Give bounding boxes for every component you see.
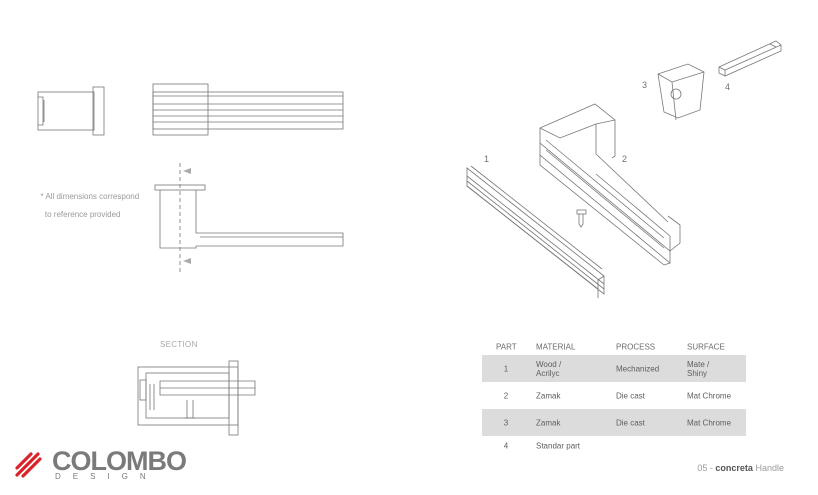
- table-row: 1 Wood / Acrilyc Mechanized Mate / Shiny: [482, 355, 746, 382]
- cell-surface: Mat Chrome: [687, 418, 732, 427]
- cell-part: 4: [503, 441, 509, 451]
- part-label-1: 1: [484, 154, 490, 164]
- logo-name: COLOMBO: [52, 446, 187, 476]
- cell-material: Zamak: [536, 391, 561, 400]
- section-label: SECTION: [160, 340, 198, 349]
- page-number: 05 -: [697, 463, 713, 473]
- cell-material: Zamak: [536, 418, 561, 427]
- logo-subtitle: DESIGN: [55, 472, 158, 481]
- header-process: PROCESS: [616, 342, 656, 351]
- part-2-lever: [539, 103, 681, 266]
- header-material: MATERIAL: [536, 342, 576, 351]
- cell-material: Standar part: [536, 441, 581, 451]
- lever-side-view: [154, 163, 344, 272]
- product-name: concreta: [715, 463, 753, 473]
- part-label-2: 2: [622, 154, 628, 164]
- part-label-3: 3: [642, 80, 648, 90]
- cell-process: Die cast: [616, 391, 645, 400]
- cell-process: Die cast: [616, 418, 645, 427]
- screw: [576, 209, 587, 228]
- cell-part: 3: [503, 418, 509, 427]
- cell-process: Mechanized: [616, 364, 660, 373]
- part-3-rosette: [657, 63, 705, 121]
- section-view: [137, 360, 256, 436]
- cell-surface: Mate / Shiny: [687, 359, 710, 378]
- header-part: PART: [496, 342, 517, 351]
- header-surface: SURFACE: [687, 342, 725, 351]
- dimension-note-line2: to reference provided: [40, 210, 121, 219]
- page-footer: 05 - concreta Handle: [697, 463, 784, 473]
- parts-table: PART MATERIAL PROCESS SURFACE 1 Wood / A…: [482, 338, 746, 456]
- colombo-logo-mark: [15, 452, 42, 478]
- cell-material: Wood / Acrilyc: [536, 359, 562, 378]
- table-row: 2 Zamak Die cast Mat Chrome: [482, 382, 746, 409]
- part-label-4: 4: [725, 82, 731, 92]
- rosette-side-view: [37, 86, 105, 136]
- table-row: 4 Standar part: [482, 436, 746, 456]
- part-4-spindle: [718, 40, 782, 77]
- cell-part: 1: [503, 364, 509, 373]
- part-1-insert: [466, 165, 605, 298]
- cell-part: 2: [503, 391, 509, 400]
- table-row: 3 Zamak Die cast Mat Chrome: [482, 409, 746, 436]
- table-header: PART MATERIAL PROCESS SURFACE: [482, 338, 746, 355]
- dimension-note-line1: * All dimensions correspond: [40, 192, 140, 201]
- dimension-note: * All dimensions correspond to reference…: [36, 183, 139, 219]
- product-category: Handle: [755, 463, 784, 473]
- cell-surface: Mat Chrome: [687, 391, 732, 400]
- lever-plan-view: [152, 83, 344, 136]
